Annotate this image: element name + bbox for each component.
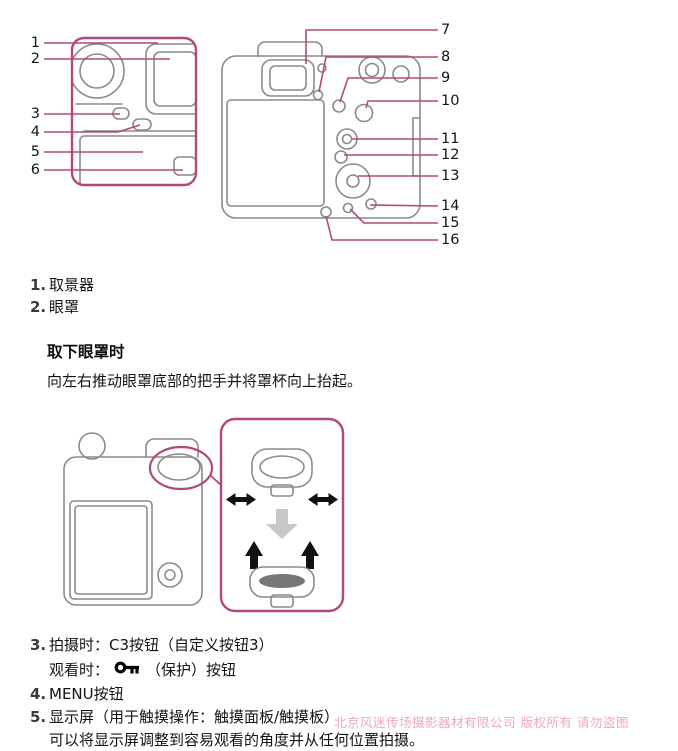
item-text: MENU按钮 (49, 685, 124, 703)
callout-number-7: 7 (441, 22, 451, 38)
eyecup-leader-line (209, 474, 222, 486)
item-text: 显示屏（用于触摸操作：触摸面板/触摸板） (49, 708, 340, 726)
parts-list-item-4: 4. MENU按钮 (30, 684, 124, 705)
camera-eyecup-art (63, 432, 203, 606)
item-text-prefix: 观看时： (49, 661, 110, 679)
protect-key-icon (114, 661, 140, 674)
eyecup-rubber-shade (259, 574, 305, 588)
parts-list-item-1: 1. 取景器 (30, 275, 94, 296)
item-text: 取景器 (49, 276, 95, 294)
inset-highlight-border (70, 36, 198, 187)
callout-number-14: 14 (441, 198, 460, 214)
camera-line-art (44, 29, 439, 241)
eyecup-removal-art (63, 417, 345, 613)
callout-number-5: 5 (30, 144, 40, 160)
item-number: 5. (30, 708, 47, 726)
camera-back-callout-diagram: 1 2 3 4 5 6 7 8 9 10 11 12 13 14 15 16 (0, 0, 678, 260)
item-note: 可以将显示屏调整到容易观看的角度并从任何位置拍摄。 (49, 731, 425, 749)
callout-number-15: 15 (441, 215, 460, 231)
parts-list-item-3-line2: 观看时： （保护）按钮 (49, 660, 236, 681)
parts-list-item-3: 3. 拍摄时：C3按钮（自定义按钮3） (30, 635, 274, 656)
item-number: 1. (30, 276, 47, 294)
callout-number-13: 13 (441, 168, 460, 184)
item-text-suffix: （保护）按钮 (146, 661, 237, 679)
slide-left-right-arrows (226, 493, 338, 506)
callout-number-3: 3 (30, 106, 40, 122)
callout-number-16: 16 (441, 232, 460, 248)
item-text: 拍摄时：C3按钮（自定义按钮3） (49, 636, 274, 654)
parts-list-item-2: 2. 眼罩 (30, 297, 79, 318)
down-arrow (266, 509, 298, 539)
eyecup-top-view-art (251, 448, 313, 497)
callout-lines (44, 29, 439, 241)
section-instruction: 向左右推动眼罩底部的把手并将罩杯向上抬起。 (47, 372, 363, 390)
parts-list-item-5: 5. 显示屏（用于触摸操作：触摸面板/触摸板） (30, 707, 339, 728)
callout-number-8: 8 (441, 49, 451, 65)
parts-list-item-5-note: 可以将显示屏调整到容易观看的角度并从任何位置拍摄。 (49, 730, 424, 751)
section-heading: 取下眼罩时 (47, 343, 125, 361)
callout-number-1: 1 (30, 35, 40, 51)
eyecup-removal-illustration (58, 415, 358, 615)
eyecup-bottom-view-art (249, 566, 315, 608)
item-number: 3. (30, 636, 47, 654)
copyright-watermark: 北京风迷传场摄影器材有限公司 版权所有 请勿盗图 (334, 715, 629, 730)
callout-number-10: 10 (441, 93, 460, 109)
item-number: 2. (30, 298, 47, 316)
callout-number-6: 6 (30, 162, 40, 178)
eyecup-highlight-ellipse (148, 445, 214, 491)
item-text: 眼罩 (49, 298, 80, 316)
viewfinder-inset-art (72, 43, 196, 185)
callout-number-9: 9 (441, 70, 451, 86)
camera-back-view-art (221, 41, 421, 219)
callout-number-4: 4 (30, 124, 40, 140)
lift-up-arrows (245, 541, 319, 569)
callout-number-11: 11 (441, 131, 460, 147)
callout-number-12: 12 (441, 147, 460, 163)
callout-number-2: 2 (30, 51, 40, 67)
item-number: 4. (30, 685, 47, 703)
eyecup-detail-panel-border (219, 417, 345, 613)
